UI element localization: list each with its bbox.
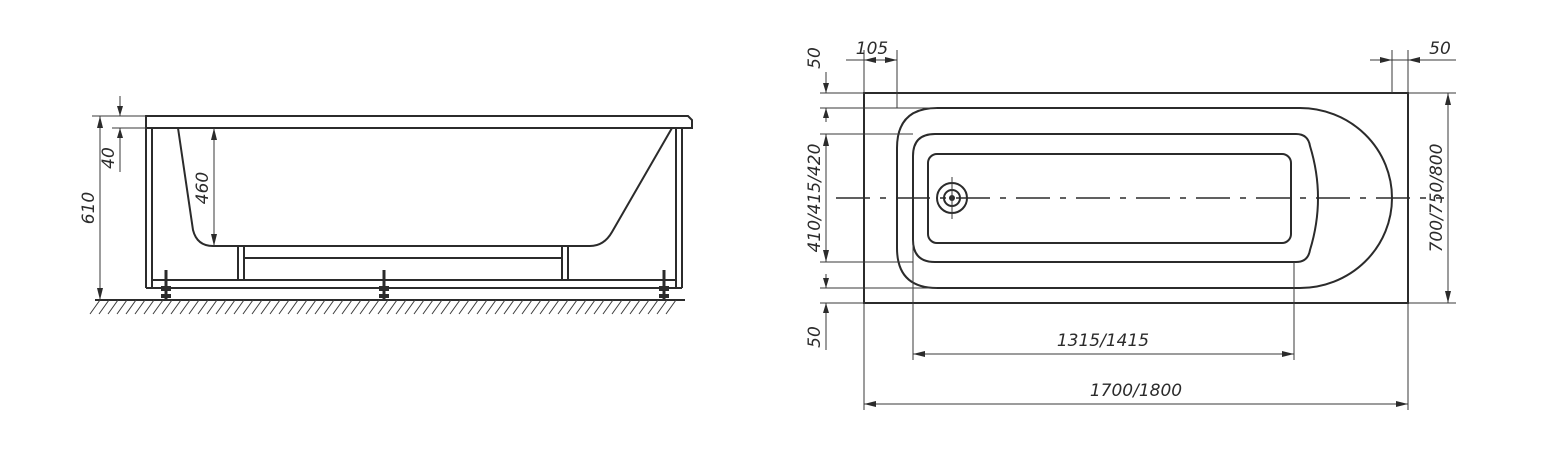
hatch-stroke (431, 299, 443, 315)
hatch-stroke (458, 299, 470, 315)
hatch-stroke (287, 299, 299, 315)
dim-outer-width: 700/750/800 (1408, 92, 1456, 304)
hatch-stroke (377, 299, 389, 315)
hatch-stroke (404, 299, 416, 315)
hatch-stroke (116, 299, 128, 315)
hatch-stroke (575, 299, 587, 315)
hatch-stroke (539, 299, 551, 315)
hatch-stroke (638, 299, 650, 315)
dim-end-rim-label: 50 (1429, 39, 1451, 59)
hatch-stroke (233, 299, 245, 315)
hatch-stroke (359, 299, 371, 315)
basin-floor-contour (912, 133, 1319, 263)
hatch-stroke (89, 299, 101, 315)
dim-drain-offset: 105 (846, 39, 898, 108)
dim-rim-thickness-label: 40 (99, 147, 119, 169)
dim-outer-length-label: 1700/1800 (1090, 381, 1182, 401)
hatch-stroke (188, 299, 200, 315)
dim-top-rim-label: 50 (805, 47, 825, 69)
hatch-stroke (530, 299, 542, 315)
hatch-stroke (620, 299, 632, 315)
side-view: 610 40 460 (79, 96, 693, 315)
hatch-stroke (206, 299, 218, 315)
basin-outer-contour (896, 107, 1393, 289)
adjustable-foot-right (659, 270, 669, 300)
dim-outer-length: 1700/1800 (863, 303, 1409, 410)
hatch-stroke (305, 299, 317, 315)
hatch-stroke (611, 299, 623, 315)
hatch-stroke (269, 299, 281, 315)
hatch-stroke (665, 299, 677, 315)
hatch-stroke (197, 299, 209, 315)
hatch-stroke (260, 299, 272, 315)
dim-rim-thickness: 40 (99, 96, 146, 172)
hatch-stroke (323, 299, 335, 315)
dim-outer-width-label: 700/750/800 (1427, 144, 1447, 253)
hatch-stroke (422, 299, 434, 315)
dim-bottom-rim-label: 50 (805, 326, 825, 348)
dim-inner-depth: 460 (193, 128, 217, 246)
hatch-stroke (278, 299, 290, 315)
hatch-stroke (467, 299, 479, 315)
hatch-stroke (557, 299, 569, 315)
floor-hatching (89, 299, 677, 315)
adjustable-foot-center (379, 270, 389, 300)
hatch-stroke (125, 299, 137, 315)
hatch-stroke (602, 299, 614, 315)
dim-end-rim: 50 (1370, 39, 1456, 93)
hatch-stroke (566, 299, 578, 315)
hatch-stroke (494, 299, 506, 315)
drain-icon (936, 177, 968, 219)
hatch-stroke (152, 299, 164, 315)
hatch-stroke (413, 299, 425, 315)
hatch-stroke (242, 299, 254, 315)
hatch-stroke (386, 299, 398, 315)
dim-overall-height-label: 610 (79, 192, 99, 224)
hatch-stroke (161, 299, 173, 315)
tub-body (177, 127, 673, 247)
dim-bottom-rim: 50 (805, 274, 829, 350)
hatch-stroke (215, 299, 227, 315)
hatch-stroke (395, 299, 407, 315)
adjustable-foot-left (161, 270, 171, 300)
hatch-stroke (647, 299, 659, 315)
dim-inner-depth-label: 460 (193, 172, 213, 204)
hatch-stroke (224, 299, 236, 315)
dim-inner-width: 410/415/420 (805, 134, 829, 262)
dim-inner-width-label: 410/415/420 (805, 144, 825, 253)
dim-overall-height: 610 (79, 115, 146, 300)
hatch-stroke (350, 299, 362, 315)
hatch-stroke (548, 299, 560, 315)
hatch-stroke (476, 299, 488, 315)
hatch-stroke (170, 299, 182, 315)
hatch-stroke (341, 299, 353, 315)
top-view: 105 50 50 410/ (805, 39, 1456, 410)
hatch-stroke (593, 299, 605, 315)
hatch-stroke (98, 299, 110, 315)
hatch-stroke (143, 299, 155, 315)
hatch-stroke (512, 299, 524, 315)
dim-top-rim: 50 (805, 47, 829, 122)
hatch-stroke (314, 299, 326, 315)
hatch-stroke (503, 299, 515, 315)
hatch-stroke (134, 299, 146, 315)
hatch-stroke (449, 299, 461, 315)
dim-inner-length: 1315/1415 (912, 240, 1295, 360)
hatch-stroke (251, 299, 263, 315)
hatch-stroke (584, 299, 596, 315)
hatch-stroke (179, 299, 191, 315)
hatch-stroke (485, 299, 497, 315)
hatch-stroke (656, 299, 668, 315)
hatch-stroke (629, 299, 641, 315)
tub-rim (145, 115, 693, 129)
hatch-stroke (368, 299, 380, 315)
hatch-stroke (107, 299, 119, 315)
dim-inner-length-label: 1315/1415 (1057, 331, 1149, 351)
hatch-stroke (521, 299, 533, 315)
hatch-stroke (440, 299, 452, 315)
hatch-stroke (332, 299, 344, 315)
dim-drain-offset-label: 105 (856, 39, 888, 59)
hatch-stroke (296, 299, 308, 315)
